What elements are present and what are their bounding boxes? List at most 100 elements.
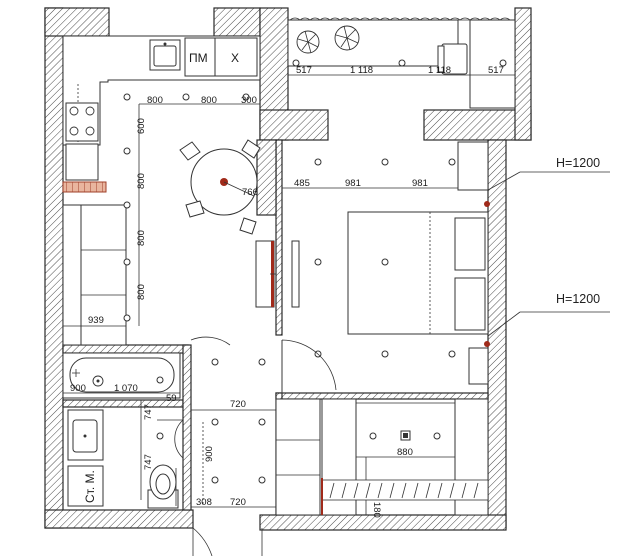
lamp-icon	[242, 93, 250, 101]
lamp-icon	[258, 358, 266, 366]
plant-icon	[296, 30, 320, 54]
wall-loggia-bottom-l	[259, 109, 329, 141]
door-kitchen[interactable]	[190, 336, 231, 346]
wall-bottom-left	[44, 509, 194, 529]
door-bedroom[interactable]	[281, 339, 337, 395]
lamp-icon	[156, 376, 164, 384]
lamp-icon	[381, 350, 389, 358]
wall-closet-top	[275, 392, 489, 400]
dim-bath-2: 1 070	[114, 383, 138, 394]
door-entrance[interactable]	[192, 527, 263, 556]
hanging-rail	[321, 479, 489, 501]
wall-bottom-right	[259, 514, 507, 531]
height-label-1: H=1200	[556, 156, 600, 170]
lamp-icon	[499, 59, 507, 67]
hallway: 720 900 308 720	[190, 336, 276, 556]
washing-machine	[67, 465, 104, 507]
lamp-icon	[448, 158, 456, 166]
stove	[65, 102, 99, 142]
lamp-icon	[314, 158, 322, 166]
lamp-icon	[123, 258, 131, 266]
dim-loggia-2: 1 118	[350, 65, 373, 76]
lamp-icon	[381, 158, 389, 166]
dim-bath-3: 59	[166, 393, 177, 404]
dim-kitchen-side-4: 800	[136, 284, 147, 300]
dim-hall-2: 900	[204, 446, 215, 462]
lamp-icon	[292, 59, 300, 67]
lamp-icon	[211, 476, 219, 484]
lamp-icon	[211, 418, 219, 426]
plant-icon	[334, 25, 360, 51]
faucet-icon	[72, 369, 80, 377]
cabinet-x	[214, 37, 258, 77]
lamp-icon	[398, 59, 406, 67]
lamp-icon	[433, 432, 441, 440]
wall-bath-mid	[62, 399, 184, 408]
bedroom-cabinet-low	[468, 347, 489, 385]
wall-bath-right	[182, 344, 192, 511]
loggia-desk	[469, 19, 516, 109]
dim-closet-h: 1 180	[371, 494, 382, 518]
bathroom: 900 1 070 59 Ст. М. 747 747	[62, 352, 184, 509]
lamp-icon	[211, 358, 219, 366]
wall-loggia-bottom-r	[423, 109, 532, 141]
cabinet-x-label: Х	[231, 51, 239, 65]
fridge-label: ПМ	[189, 51, 208, 65]
burner-icon	[69, 106, 95, 136]
lamp-icon	[123, 147, 131, 155]
dim-kitchen-side-3: 800	[136, 230, 147, 246]
lamp-icon	[156, 432, 164, 440]
dim-bath-v-1: 747	[143, 404, 154, 420]
dim-closet-w: 880	[397, 447, 413, 458]
dim-kitchen-top-1: 800	[147, 95, 163, 106]
loggia-sill	[287, 19, 459, 67]
dim-kitchen-side-1: 600	[136, 118, 147, 134]
lamp-icon	[123, 201, 131, 209]
wall-kitchen-low	[256, 139, 277, 216]
lamp-icon	[123, 93, 131, 101]
wall-left	[44, 7, 64, 529]
dim-bedroom-1: 485	[294, 178, 310, 189]
lamp-icon	[182, 93, 190, 101]
dim-kitchen-top-2: 800	[201, 95, 217, 106]
dim-hall-3: 720	[230, 497, 246, 508]
dim-loggia-1: 517	[296, 65, 312, 76]
dim-bedroom-2: 981	[345, 178, 361, 189]
wall-top-kitchen	[44, 7, 110, 37]
wall-loggia-right	[514, 7, 532, 141]
dim-hall-4: 308	[196, 497, 212, 508]
wall-bedroom-left	[275, 139, 283, 336]
dining-table	[179, 139, 261, 235]
lamp-icon	[314, 258, 322, 266]
washer-label: Ст. М.	[83, 470, 97, 503]
dim-bedroom-3: 981	[412, 178, 428, 189]
door-bath[interactable]	[157, 419, 184, 464]
walls	[44, 7, 532, 531]
lamp-icon	[448, 350, 456, 358]
dim-sofa: 939	[88, 315, 104, 326]
kitchen: ПМ Х 939 800 800 300 600 800 800	[62, 35, 300, 346]
bedroom-cabinet-top	[457, 141, 489, 191]
drain-icon	[92, 375, 104, 387]
dim-table: 766	[242, 187, 258, 198]
wall-top-kitchen-r	[213, 7, 261, 37]
dim-kitchen-side-2: 800	[136, 173, 147, 189]
toilet	[147, 464, 179, 509]
lamp-icon	[123, 314, 131, 322]
radiator	[62, 181, 107, 193]
dim-bath-v-2: 747	[143, 454, 154, 470]
hall-wardrobe	[275, 398, 321, 516]
wall-bath-top	[62, 344, 189, 354]
lamp-icon	[258, 476, 266, 484]
dim-bath-1: 900	[70, 383, 86, 394]
loggia: 517 1 118 1 118 517	[287, 17, 516, 109]
pillow	[454, 277, 486, 331]
lamp-icon	[258, 418, 266, 426]
closet: 880 1 180	[275, 398, 489, 518]
lamp-icon	[381, 258, 389, 266]
pillow	[454, 217, 486, 271]
dim-loggia-4: 517	[488, 65, 504, 76]
dim-loggia-3: 1 118	[428, 65, 451, 76]
tv	[291, 240, 300, 308]
